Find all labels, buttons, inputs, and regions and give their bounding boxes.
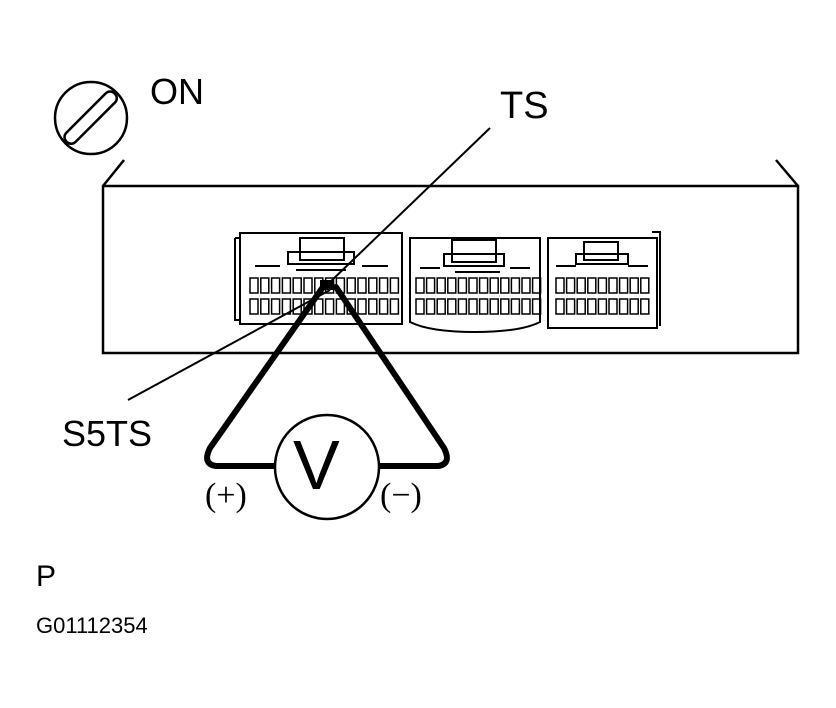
connector-pin <box>576 277 586 294</box>
connector-pin <box>521 277 531 294</box>
connector-pin <box>489 277 499 294</box>
voltmeter-symbol: V <box>293 426 340 504</box>
connector-pin <box>640 277 650 294</box>
connector-pin <box>249 298 259 315</box>
probe-tip <box>320 280 334 290</box>
connector-pin <box>260 298 270 315</box>
connector-pin <box>389 277 400 294</box>
footer-letter: P <box>36 560 57 593</box>
ts-terminal-label: TS <box>500 85 549 127</box>
connector-pin <box>468 298 478 315</box>
connector-pin <box>510 277 521 294</box>
connector-pin <box>478 277 489 294</box>
connector-2-pins <box>415 277 542 315</box>
connector-pin <box>281 277 292 294</box>
connector-pin <box>436 298 446 315</box>
connector-pin <box>457 298 468 315</box>
connector-pin <box>378 277 389 294</box>
connector-pin <box>270 298 281 315</box>
connector-pin <box>457 277 468 294</box>
connector-pin <box>389 298 400 315</box>
connector-pin <box>500 277 510 294</box>
connector-pin <box>500 298 510 315</box>
connector-pin <box>357 298 367 315</box>
connector-pin <box>468 277 478 294</box>
connector-pin <box>565 298 576 315</box>
connector-pin <box>608 277 618 294</box>
connector-3-pins <box>555 277 650 315</box>
connector-pin <box>447 298 457 315</box>
positive-lead-label: (+) <box>205 477 247 514</box>
connector-pin <box>489 298 499 315</box>
connector-pin <box>531 277 542 294</box>
voltmeter-leads <box>204 284 450 469</box>
connector-pin <box>618 277 629 294</box>
connector-pin <box>292 277 302 294</box>
connector-pin <box>640 298 650 315</box>
connector-pin <box>425 298 436 315</box>
connector-pin <box>425 277 436 294</box>
connector-pin <box>587 277 597 294</box>
connector-pin <box>597 277 608 294</box>
connector-pin <box>249 277 259 294</box>
connector-pin <box>346 277 356 294</box>
connector-3 <box>547 231 661 329</box>
ts-leader-line <box>327 127 491 285</box>
ignition-on-label: ON <box>150 71 204 112</box>
connector-pin <box>357 277 367 294</box>
connector-pin <box>629 277 639 294</box>
ignition-switch-icon <box>53 80 129 156</box>
connector-pin <box>555 277 565 294</box>
connector-pin <box>597 298 608 315</box>
connector-pin <box>510 298 521 315</box>
connector-pin <box>555 298 565 315</box>
connector-pin <box>415 277 425 294</box>
connector-pin <box>531 298 542 315</box>
connector-pin <box>478 298 489 315</box>
connector-1 <box>234 232 403 325</box>
connector-pin <box>324 298 335 315</box>
connector-pin <box>436 277 446 294</box>
connector-pin <box>415 298 425 315</box>
connector-pin <box>629 298 639 315</box>
connector-2 <box>409 237 541 334</box>
connector-pin <box>303 277 313 294</box>
connector-pin <box>314 298 324 315</box>
connector-pin <box>378 298 389 315</box>
voltmeter <box>273 413 381 521</box>
connector-pin <box>270 277 281 294</box>
s5ts-leader-line <box>127 289 331 401</box>
connector-pin <box>447 277 457 294</box>
connector-pin <box>368 298 378 315</box>
s5ts-connector-label: S5TS <box>62 413 153 454</box>
connector-pin <box>576 298 586 315</box>
ecu-body <box>101 159 800 355</box>
connector-pin <box>368 277 378 294</box>
connector-pin <box>521 298 531 315</box>
connector-pin <box>260 277 270 294</box>
connector-pin <box>565 277 576 294</box>
connector-1-pins <box>249 277 400 315</box>
connector-pin <box>608 298 618 315</box>
negative-lead-label: (−) <box>380 477 422 514</box>
figure-code: G01112354 <box>36 613 148 638</box>
connector-pin <box>618 298 629 315</box>
connector-pin <box>335 298 346 315</box>
connector-pin <box>587 298 597 315</box>
